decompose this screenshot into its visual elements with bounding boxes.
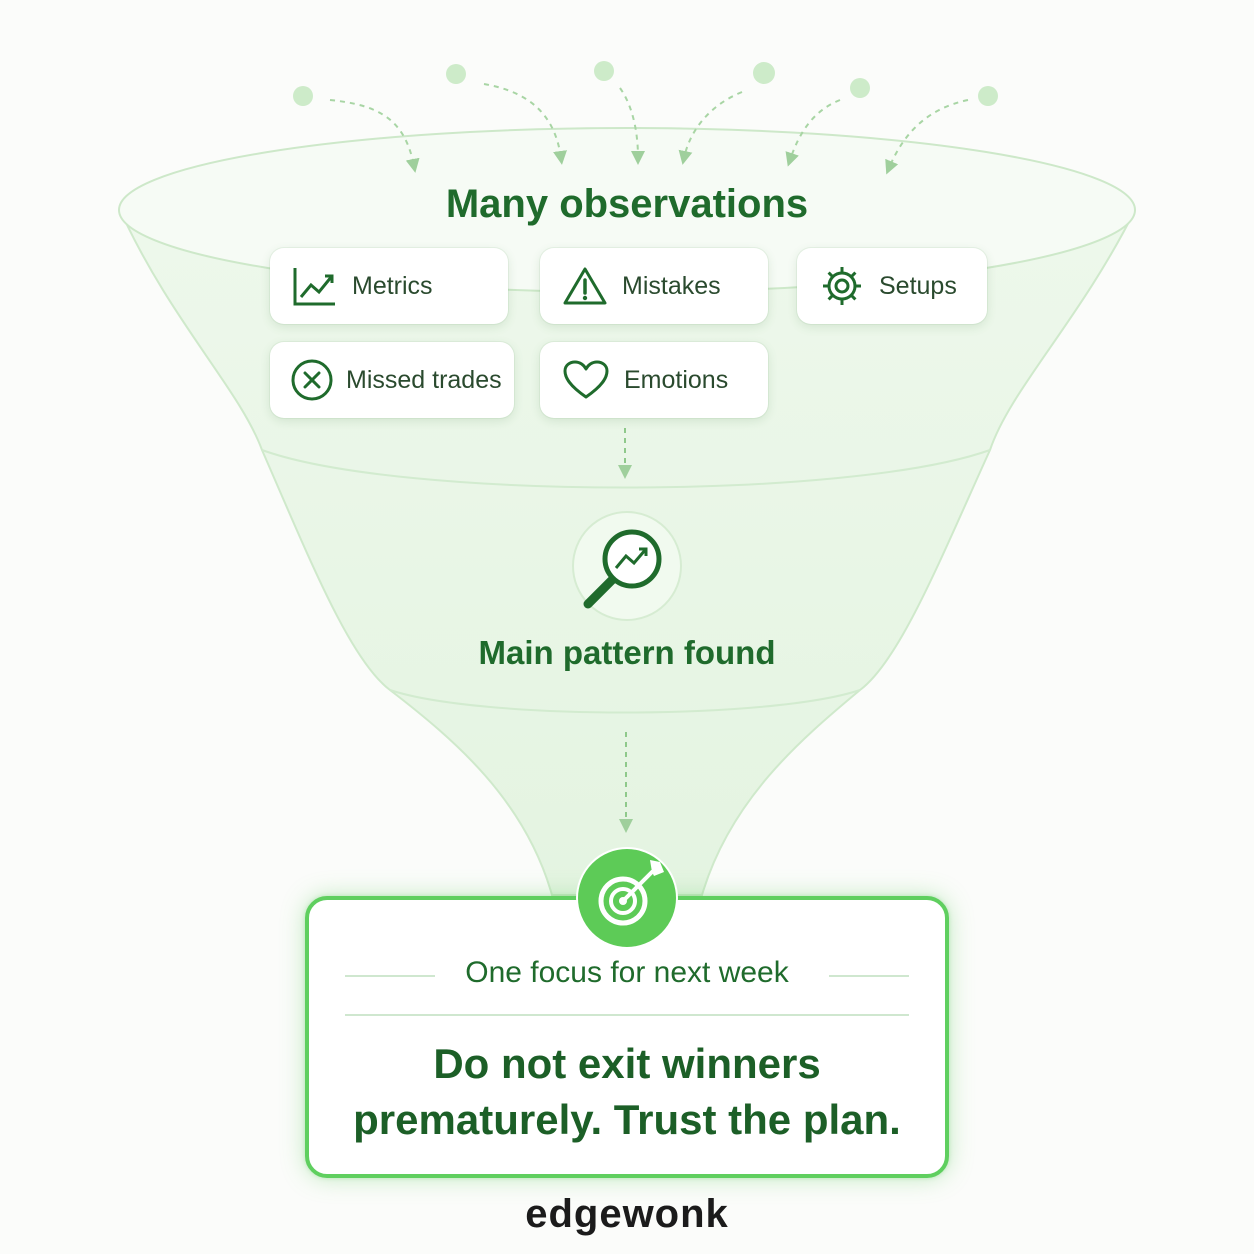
focus-text-line-2: prematurely. Trust the plan. (353, 1096, 901, 1143)
target-icon (576, 847, 678, 949)
chip-mistakes: Mistakes (540, 248, 768, 324)
chip-label: Emotions (624, 365, 729, 394)
chip-metrics: Metrics (270, 248, 508, 324)
incoming-dots (293, 61, 998, 106)
chip-label: Missed trades (346, 365, 502, 394)
chip-label: Metrics (352, 271, 433, 300)
inner-arrows (618, 428, 633, 833)
chip-emotions: Emotions (540, 342, 768, 418)
chip-missed-trades: Missed trades (270, 342, 514, 418)
top-title: Many observations (445, 182, 809, 226)
incoming-arrows (329, 83, 969, 175)
chip-label: Setups (879, 271, 957, 300)
focus-divider-right (829, 975, 909, 977)
warning-icon (563, 267, 607, 305)
circle-x-icon (291, 359, 333, 401)
focus-label: One focus for next week (465, 956, 789, 989)
middle-title: Main pattern found (478, 634, 776, 671)
focus-text-line-1: Do not exit winners (433, 1040, 821, 1087)
focus-divider (345, 1014, 909, 1016)
chip-setups: Setups (797, 248, 987, 324)
gear-icon (823, 267, 861, 305)
focus-text: Do not exit winners prematurely. Trust t… (309, 1036, 945, 1148)
magnifier-trend-icon (572, 511, 682, 621)
brand-logo: edgewonk (525, 1192, 729, 1236)
funnel-band-2 (389, 689, 861, 714)
focus-divider-left (345, 975, 435, 977)
heart-icon (563, 360, 609, 399)
line-chart-icon (293, 268, 335, 306)
chip-label: Mistakes (622, 271, 721, 300)
funnel-band-1 (261, 449, 991, 489)
